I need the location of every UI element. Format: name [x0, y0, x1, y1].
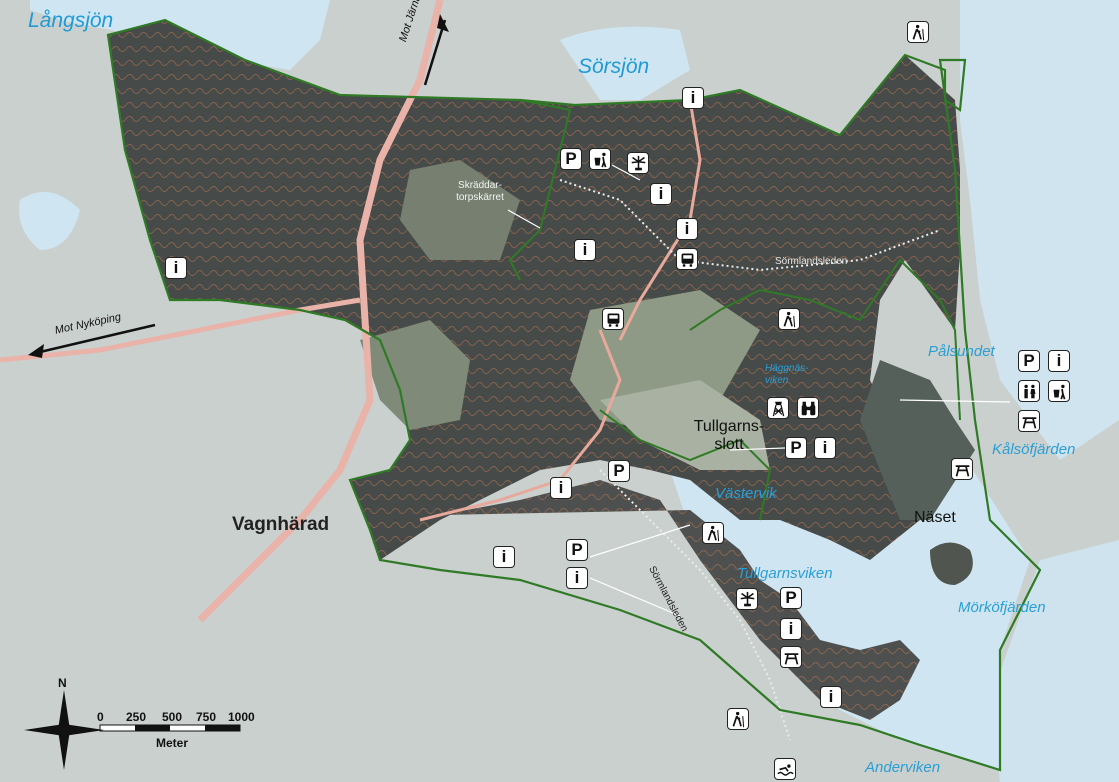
scale-bar [99, 724, 241, 732]
parking-icon[interactable]: P [566, 539, 588, 561]
parking-icon[interactable]: P [1018, 350, 1040, 372]
info-icon[interactable]: i [574, 239, 596, 261]
sorsjon-water [560, 26, 690, 101]
label-vastervik: Västervik [715, 485, 777, 502]
swimming-icon[interactable] [774, 758, 796, 780]
inner-boundary-2 [689, 258, 961, 421]
waste-icon[interactable] [589, 148, 611, 170]
bus-icon[interactable] [676, 248, 698, 270]
small-island [930, 542, 973, 585]
viewpoint-icon[interactable] [736, 588, 758, 610]
info-icon[interactable]: i [1048, 350, 1070, 372]
tower-icon[interactable] [767, 397, 789, 419]
label-sormlandsleden-north: Sörmlandsleden [775, 256, 848, 267]
picnic-table-icon[interactable] [951, 458, 973, 480]
open-field-castle [600, 380, 770, 470]
label-tullgarns-slott: Tullgarns-slott [693, 418, 765, 453]
label-sorsjon: Sörsjön [578, 55, 650, 78]
road-castle [419, 329, 622, 522]
info-icon[interactable]: i [566, 567, 588, 589]
label-tullgarnsviken: Tullgarnsviken [737, 565, 833, 582]
open-field-north [400, 160, 520, 260]
picnic-table-icon[interactable] [1018, 410, 1040, 432]
arrow-mot-nykoping [39, 323, 156, 354]
west-small-lake [19, 192, 80, 250]
scale-tick-750: 750 [196, 710, 217, 724]
binoculars-icon[interactable] [797, 397, 819, 419]
bus-icon[interactable] [602, 308, 624, 330]
label-kalsofjarden: Kålsöfjärden [992, 441, 1076, 458]
hiking-icon[interactable] [727, 708, 749, 730]
info-icon[interactable]: i [493, 546, 515, 568]
info-icon[interactable]: i [780, 618, 802, 640]
parking-icon[interactable]: P [785, 437, 807, 459]
viewpoint-icon[interactable] [627, 152, 649, 174]
parking-icon[interactable]: P [608, 460, 630, 482]
waste-icon[interactable] [1048, 380, 1070, 402]
info-icon[interactable]: i [676, 218, 698, 240]
info-icon[interactable]: i [650, 183, 672, 205]
arrow-mot-jarna [423, 19, 447, 86]
compass-rose [24, 690, 104, 770]
scale-tick-0: 0 [97, 710, 104, 724]
info-icon[interactable]: i [165, 257, 187, 279]
scale-tick-500: 500 [162, 710, 183, 724]
open-field-west [360, 320, 470, 430]
label-skraddartorpskarret: Skräddar-torpskärret [456, 180, 504, 203]
parking-icon[interactable]: P [560, 148, 582, 170]
parking-icon[interactable]: P [780, 587, 802, 609]
inner-boundary-1 [508, 99, 572, 281]
info-icon[interactable]: i [550, 477, 572, 499]
naset-land [860, 360, 975, 520]
label-langsjon: Långsjön [28, 9, 114, 32]
label-vagnharad: Vagnhärad [232, 514, 330, 535]
reserve-boundary [106, 18, 1042, 772]
label-naset: Näset [914, 509, 956, 526]
info-icon[interactable]: i [814, 437, 836, 459]
label-palsundet: Pålsundet [928, 343, 995, 360]
info-icon[interactable]: i [820, 686, 842, 708]
label-anderviken: Anderviken [865, 759, 941, 776]
scale-tick-1000: 1000 [228, 710, 255, 724]
road-west [0, 297, 361, 363]
east-water [960, 0, 1119, 460]
compass-north-label: N [58, 676, 67, 690]
scale-tick-250: 250 [126, 710, 147, 724]
highway-e4 [197, 0, 444, 623]
info-icon[interactable]: i [682, 87, 704, 109]
hiking-icon[interactable] [778, 308, 800, 330]
toilet-icon[interactable] [1018, 380, 1040, 402]
label-haggnasviken: Häggnäs-viken [765, 363, 809, 386]
label-morkofjarden: Mörköfjärden [958, 599, 1046, 616]
inner-boundary-3 [599, 409, 772, 521]
scale-unit: Meter [156, 736, 189, 750]
picnic-table-icon[interactable] [780, 646, 802, 668]
south-east-water [990, 540, 1119, 782]
hiking-icon[interactable] [702, 522, 724, 544]
hiking-icon[interactable] [907, 21, 929, 43]
